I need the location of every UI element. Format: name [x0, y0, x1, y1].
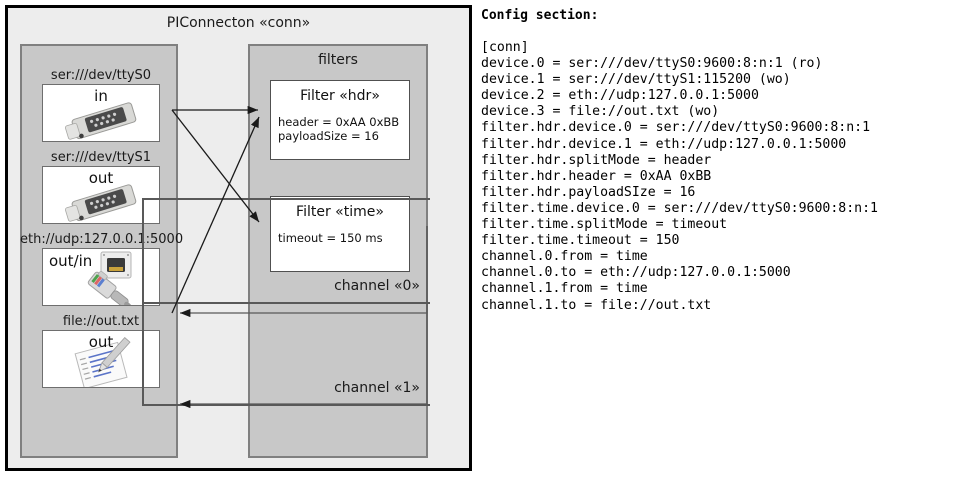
config-lines: [conn]device.0 = ser:///dev/ttyS0:9600:8…: [481, 40, 959, 314]
filter-title: Filter «time»: [296, 204, 384, 220]
device-label: ser:///dev/ttyS0: [50, 68, 152, 83]
config-line: filter.hdr.header = 0xAA 0xBB: [481, 168, 712, 184]
filter-prop-payload-size: payloadSize = 16: [278, 129, 379, 143]
device-box[interactable]: out/in: [42, 248, 160, 306]
config-heading: Config section:: [481, 8, 599, 23]
devices-panel: ser:///dev/ttyS0 in: [20, 44, 183, 458]
serial-db9-icon: [65, 184, 137, 222]
config-line: device.0 = ser:///dev/ttyS0:9600:8:n:1 (…: [481, 56, 823, 72]
device-file-out[interactable]: file://out.txt out: [42, 314, 160, 388]
device-serial-ttyS1[interactable]: ser:///dev/ttyS1 out: [42, 150, 160, 224]
device-label: ser:///dev/ttyS1: [50, 150, 152, 165]
config-line: filter.hdr.device.0 = ser:///dev/ttyS0:9…: [481, 120, 871, 136]
filter-prop-header: header = 0xAA 0xBB: [278, 115, 400, 129]
device-direction: out: [88, 333, 114, 351]
config-line: filter.hdr.splitMode = header: [481, 152, 712, 168]
channel-0-label: channel «0»: [334, 278, 420, 294]
connector-diagram: PIConnecton «conn» ser:///dev/ttyS0 in: [5, 5, 472, 471]
filters-panel-title: filters: [318, 52, 358, 68]
device-label: file://out.txt: [62, 314, 140, 329]
config-section: Config section: [conn]device.0 = ser:///…: [481, 8, 959, 314]
config-line: channel.0.to = eth://udp:127.0.0.1:5000: [481, 265, 791, 281]
config-line: device.2 = eth://udp:127.0.0.1:5000: [481, 88, 759, 104]
device-serial-ttyS0[interactable]: ser:///dev/ttyS0 in: [42, 68, 160, 142]
device-ethernet-udp[interactable]: eth://udp:127.0.0.1:5000 out/in: [20, 232, 183, 306]
device-direction: out/in: [49, 252, 93, 270]
config-line: filter.time.timeout = 150: [481, 233, 680, 249]
config-line: filter.hdr.device.1 = eth://udp:127.0.0.…: [481, 136, 847, 152]
filter-title: Filter «hdr»: [300, 88, 380, 104]
config-line: channel.1.to = file://out.txt: [481, 297, 712, 313]
filter-hdr-box[interactable]: Filter «hdr» header = 0xAA 0xBB payloadS…: [270, 80, 410, 160]
config-line: channel.1.from = time: [481, 281, 648, 297]
device-box[interactable]: in: [42, 84, 160, 142]
channel-0-block: channel «0»: [142, 198, 430, 304]
config-line: [conn]: [481, 40, 529, 55]
channel-1-block: channel «1»: [142, 304, 430, 406]
config-line: filter.hdr.payloadSIze = 16: [481, 184, 696, 200]
device-direction: in: [94, 87, 108, 105]
document-pencil-icon: [74, 336, 131, 387]
config-line: channel.0.from = time: [481, 249, 648, 265]
serial-db9-icon: [65, 102, 137, 140]
channel-1-label: channel «1»: [334, 380, 420, 396]
device-box[interactable]: out: [42, 166, 160, 224]
ethernet-jack-icon: [87, 251, 136, 305]
config-line: filter.time.splitMode = timeout: [481, 217, 728, 233]
diagram-title: PIConnecton «conn»: [166, 15, 311, 31]
config-line: device.1 = ser:///dev/ttyS1:115200 (wo): [481, 72, 791, 88]
config-line: filter.time.device.0 = ser:///dev/ttyS0:…: [481, 200, 878, 216]
config-line: device.3 = file://out.txt (wo): [481, 104, 720, 120]
device-box[interactable]: out: [42, 330, 160, 388]
device-direction: out: [88, 169, 114, 187]
